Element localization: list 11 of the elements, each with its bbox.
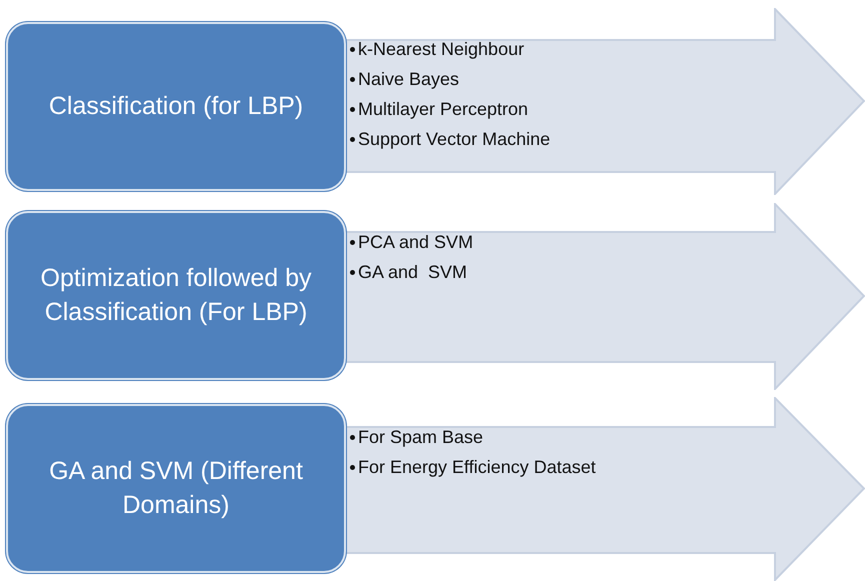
category-box: Classification (for LBP) xyxy=(6,22,346,191)
list-item: Multilayer Perceptron xyxy=(358,98,528,121)
list-item: For Spam Base xyxy=(358,426,484,449)
list-item: GA and SVM xyxy=(358,261,468,284)
category-box: GA and SVM (Different Domains) xyxy=(6,404,346,573)
category-box: Optimization followed by Classification (For LBP) xyxy=(6,211,346,380)
list-item: k-Nearest Neighbour xyxy=(358,38,524,61)
list-item: For Energy Efficiency Dataset xyxy=(358,456,596,479)
list-item: Naive Bayes xyxy=(358,68,460,91)
list-item: PCA and SVM xyxy=(358,231,474,254)
list-item: Support Vector Machine xyxy=(358,128,550,151)
